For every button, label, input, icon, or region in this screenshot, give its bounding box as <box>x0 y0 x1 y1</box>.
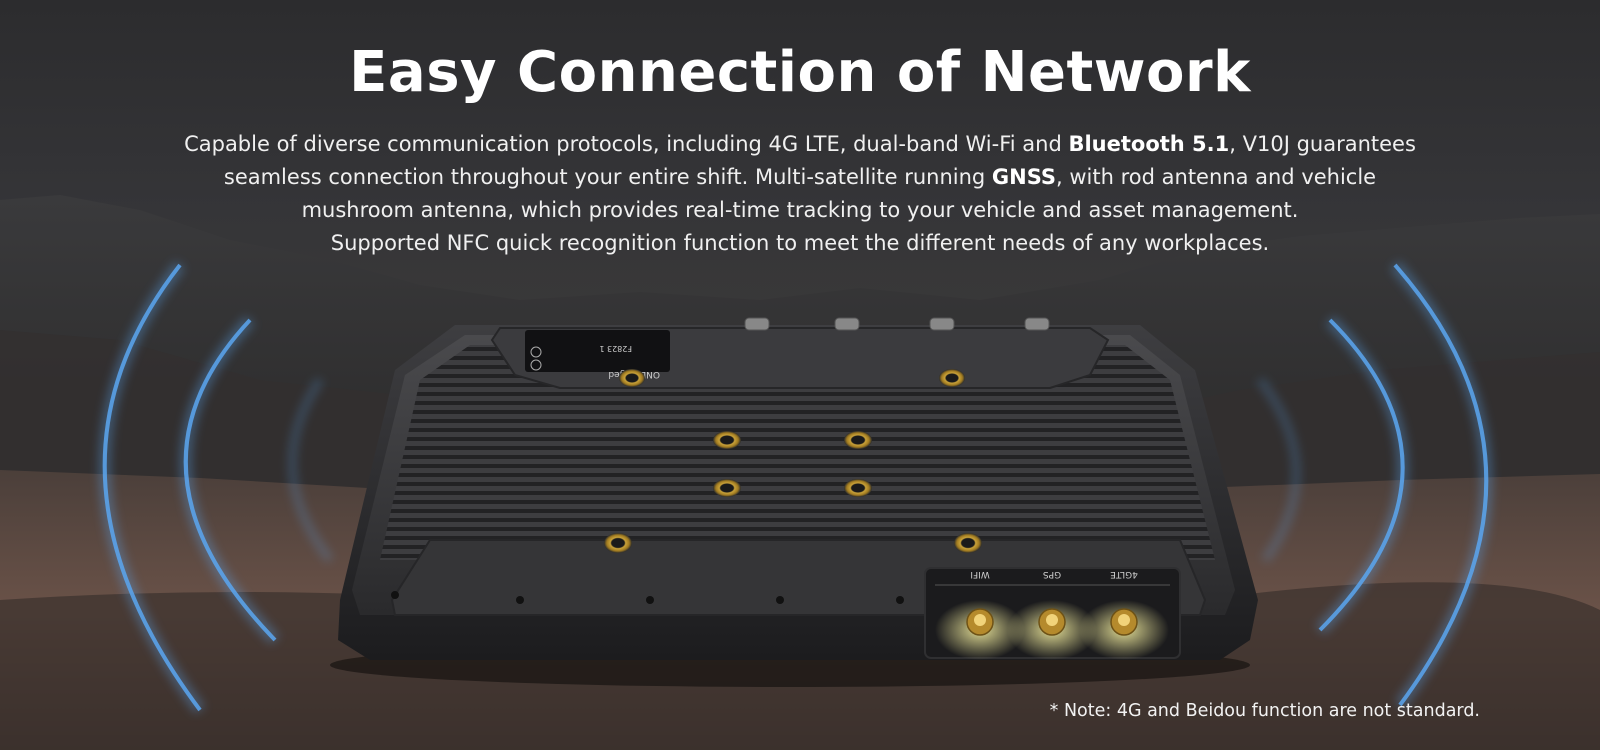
description: Capable of diverse communication protoco… <box>110 128 1490 260</box>
description-text: , V10J guarantees <box>1229 132 1416 156</box>
footnote: * Note: 4G and Beidou function are not s… <box>1049 701 1480 721</box>
product-label-sticker: F2823 1 <box>525 330 670 372</box>
description-line-2: seamless connection throughout your enti… <box>110 161 1490 194</box>
description-line-1: Capable of diverse communication protoco… <box>110 128 1490 161</box>
signal-waves-left <box>98 261 334 714</box>
description-text: Capable of diverse communication protoco… <box>184 132 1069 156</box>
port-label-gps: GPS <box>1043 569 1061 579</box>
heatsink-fins <box>380 345 1215 560</box>
bluetooth-highlight: Bluetooth 5.1 <box>1068 132 1230 156</box>
description-line-3: mushroom antenna, which provides real-ti… <box>301 198 1299 222</box>
top-antenna-ports <box>744 317 1050 331</box>
port-label-wifi: WIFI <box>970 569 989 579</box>
page-title: Easy Connection of Network <box>349 40 1251 105</box>
description-line-4: Supported NFC quick recognition function… <box>330 231 1270 255</box>
port-label-4glte: 4GLTE <box>1110 569 1138 579</box>
description-text: , with rod antenna and vehicle <box>1056 165 1377 189</box>
mounting-holes <box>604 369 982 553</box>
description-text: seamless connection throughout your enti… <box>223 165 992 189</box>
signal-waves-right <box>1256 261 1493 709</box>
gnss-highlight: GNSS <box>991 165 1057 189</box>
rf-port-panel: WIFI GPS 4GLTE <box>924 567 1181 660</box>
svg-text:F2823 1: F2823 1 <box>599 344 632 353</box>
